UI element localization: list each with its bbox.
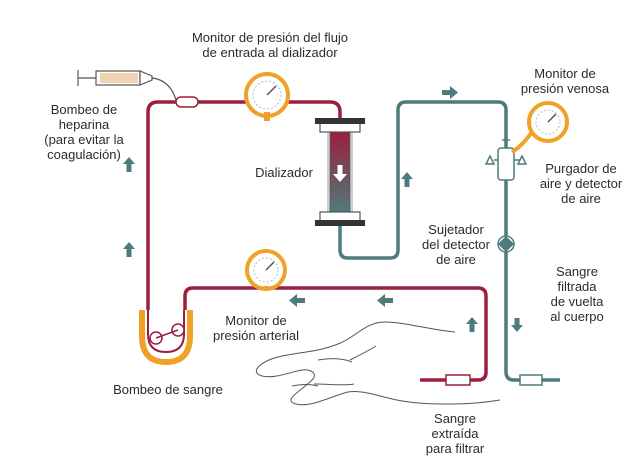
dialyzer xyxy=(315,118,365,226)
label-monitor-flujo-entrada: Monitor de presión del flujo de entrada … xyxy=(191,30,349,60)
arrow-up-icon xyxy=(123,242,135,257)
label-dializador: Dializador xyxy=(255,165,313,180)
arrow-down-icon xyxy=(511,318,523,332)
label-purgador-aire: Purgador de aire y detector de aire xyxy=(539,161,623,206)
label-sangre-filtrada: Sangre filtrada de vuelta al cuerpo xyxy=(550,264,604,324)
air-detector-clamp xyxy=(497,235,515,253)
arm-hand-outline xyxy=(255,321,501,406)
arrow-up-icon xyxy=(466,317,478,332)
syringe-icon xyxy=(77,70,177,101)
venous-needle xyxy=(519,374,543,386)
arrow-down-icon xyxy=(333,165,347,182)
label-bombeo-sangre: Bombeo de sangre xyxy=(113,382,223,397)
label-sujetador-detector: Sujetador del detector de aire xyxy=(422,222,490,267)
pressure-gauge-icon xyxy=(245,249,287,291)
arrow-left-icon xyxy=(377,294,393,307)
arterial-line xyxy=(146,100,488,382)
arrow-right-icon xyxy=(442,86,458,99)
pressure-gauge-icon xyxy=(510,101,569,154)
arrow-left-icon xyxy=(289,294,305,307)
blood-pump xyxy=(139,310,193,366)
label-monitor-presion-arterial: Monitor de presión arterial xyxy=(213,313,299,343)
venous-line xyxy=(338,100,560,382)
pressure-gauge-icon xyxy=(244,72,290,121)
arterial-needle xyxy=(445,374,471,386)
air-trap xyxy=(484,139,528,181)
label-monitor-presion-venosa: Monitor de presión venosa xyxy=(520,66,610,96)
label-bombeo-heparina: Bombeo de heparina (para evitar la coagu… xyxy=(44,102,124,162)
arrow-up-icon xyxy=(401,172,413,187)
label-sangre-extraida: Sangre extraída para filtrar xyxy=(425,411,485,456)
heparin-connector xyxy=(175,96,199,108)
